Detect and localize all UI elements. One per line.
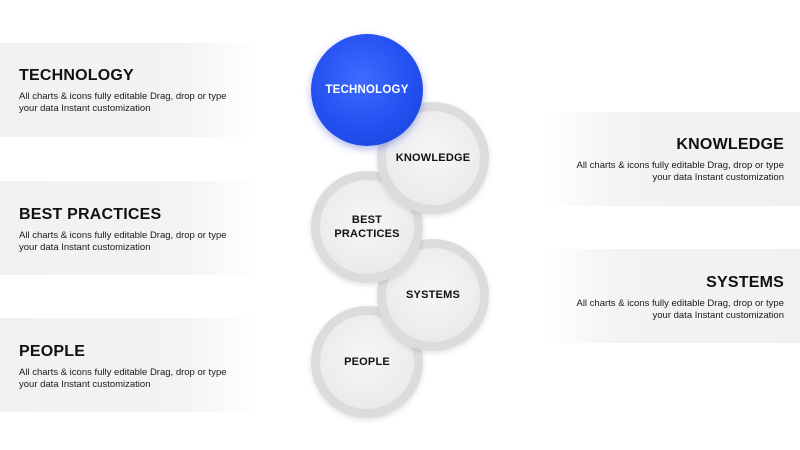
item-knowledge: KNOWLEDGE All charts & icons fully edita… (574, 135, 784, 184)
item-description: All charts & icons fully editable Drag, … (19, 367, 227, 390)
item-technology: TECHNOLOGY All charts & icons fully edit… (19, 66, 229, 115)
item-title: BEST PRACTICES (19, 206, 162, 223)
item-title: TECHNOLOGY (19, 67, 134, 84)
circle-label: TECHNOLOGY (325, 84, 409, 96)
right-panel-knowledge (542, 112, 800, 206)
item-description: All charts & icons fully editable Drag, … (19, 91, 227, 114)
circle-label: SYSTEMS (406, 289, 460, 301)
item-people: PEOPLE All charts & icons fully editable… (19, 342, 229, 391)
item-systems: SYSTEMS All charts & icons fully editabl… (574, 273, 784, 322)
item-description: All charts & icons fully editable Drag, … (19, 230, 227, 253)
item-description: All charts & icons fully editable Drag, … (576, 160, 784, 183)
circle-technology: TECHNOLOGY (311, 34, 423, 146)
item-title: SYSTEMS (706, 274, 784, 291)
circle-people: PEOPLE (311, 306, 423, 418)
circle-label: BEST PRACTICES (334, 214, 400, 240)
left-panel-people (0, 318, 258, 412)
circle-label: PEOPLE (344, 356, 390, 368)
item-title: PEOPLE (19, 343, 86, 360)
left-panel-best-practices (0, 181, 258, 275)
left-panel-technology (0, 43, 258, 137)
right-panel-systems (542, 249, 800, 343)
circle-label: KNOWLEDGE (395, 152, 471, 164)
item-title: KNOWLEDGE (676, 136, 784, 153)
item-description: All charts & icons fully editable Drag, … (576, 298, 784, 321)
item-best-practices: BEST PRACTICES All charts & icons fully … (19, 205, 229, 254)
